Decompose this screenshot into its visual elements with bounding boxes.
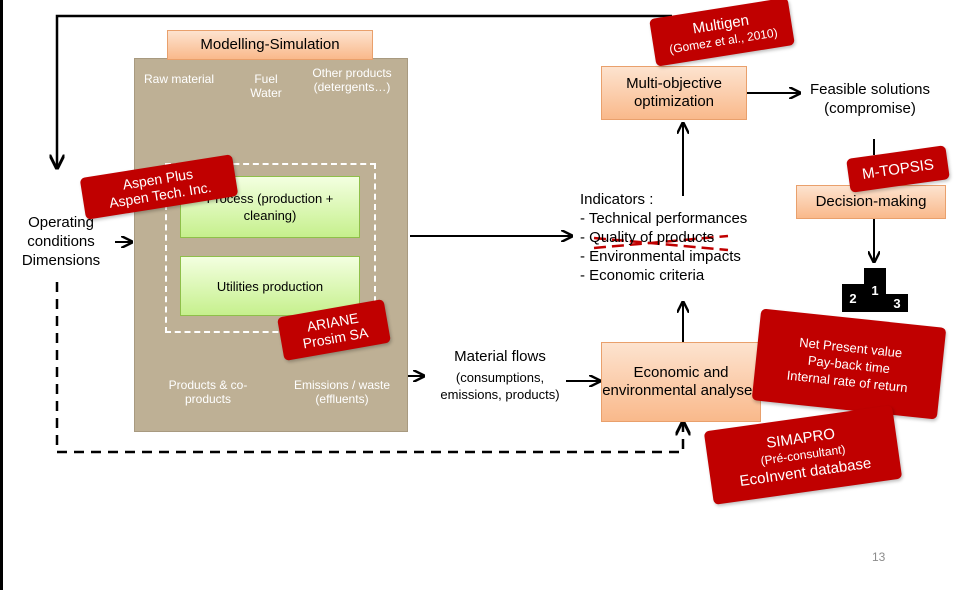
- indicator-environmental: - Environmental impacts: [580, 248, 741, 265]
- feedback-loop-top: [57, 14, 672, 168]
- indicator-quality: - Quality of products: [580, 229, 715, 246]
- indicator-technical: - Technical performances: [580, 210, 748, 227]
- podium-icon: 1 2 3: [842, 268, 910, 312]
- optimization-box: Multi-objective optimization: [601, 66, 747, 120]
- quality-strike-1: [593, 234, 729, 250]
- feasible-solutions-label: Feasible solutions (compromise): [809, 81, 931, 117]
- output-products: Products & co-products: [168, 378, 248, 406]
- financial-indicators-badge: Net Present value Pay-back time Internal…: [751, 308, 947, 420]
- modelling-title: Modelling-Simulation: [167, 30, 373, 60]
- feedback-loop-dashed: [55, 282, 683, 454]
- modelling-panel: [134, 58, 408, 432]
- process-dashed-boundary: [165, 163, 376, 333]
- indicators-block: Indicators : - Technical performances - …: [580, 190, 750, 285]
- input-fuel-water: Fuel Water: [250, 72, 282, 100]
- utilities-box: Utilities production: [180, 256, 360, 316]
- indicators-title: Indicators :: [580, 191, 654, 208]
- decision-making-box: Decision-making: [796, 185, 946, 219]
- podium-second: 2: [842, 284, 864, 312]
- input-other-products: Other products (detergents…): [312, 66, 392, 94]
- material-flows-label: Material flows: [454, 348, 546, 365]
- output-emissions: Emissions / waste (effluents): [293, 378, 391, 406]
- indicator-economic: - Economic criteria: [580, 267, 705, 284]
- input-raw-material: Raw material: [143, 72, 215, 86]
- material-flows-detail: (consumptions, emissions, products): [440, 370, 560, 402]
- podium-first: 1: [864, 268, 886, 312]
- operating-conditions-label: Operating conditions Dimensions: [21, 214, 101, 269]
- economic-environmental-box: Economic and environmental analyses: [601, 342, 761, 422]
- slide-left-border: [0, 0, 3, 590]
- podium-third: 3: [886, 294, 908, 312]
- quality-strike-2: [593, 236, 729, 252]
- page-number: 13: [872, 550, 886, 564]
